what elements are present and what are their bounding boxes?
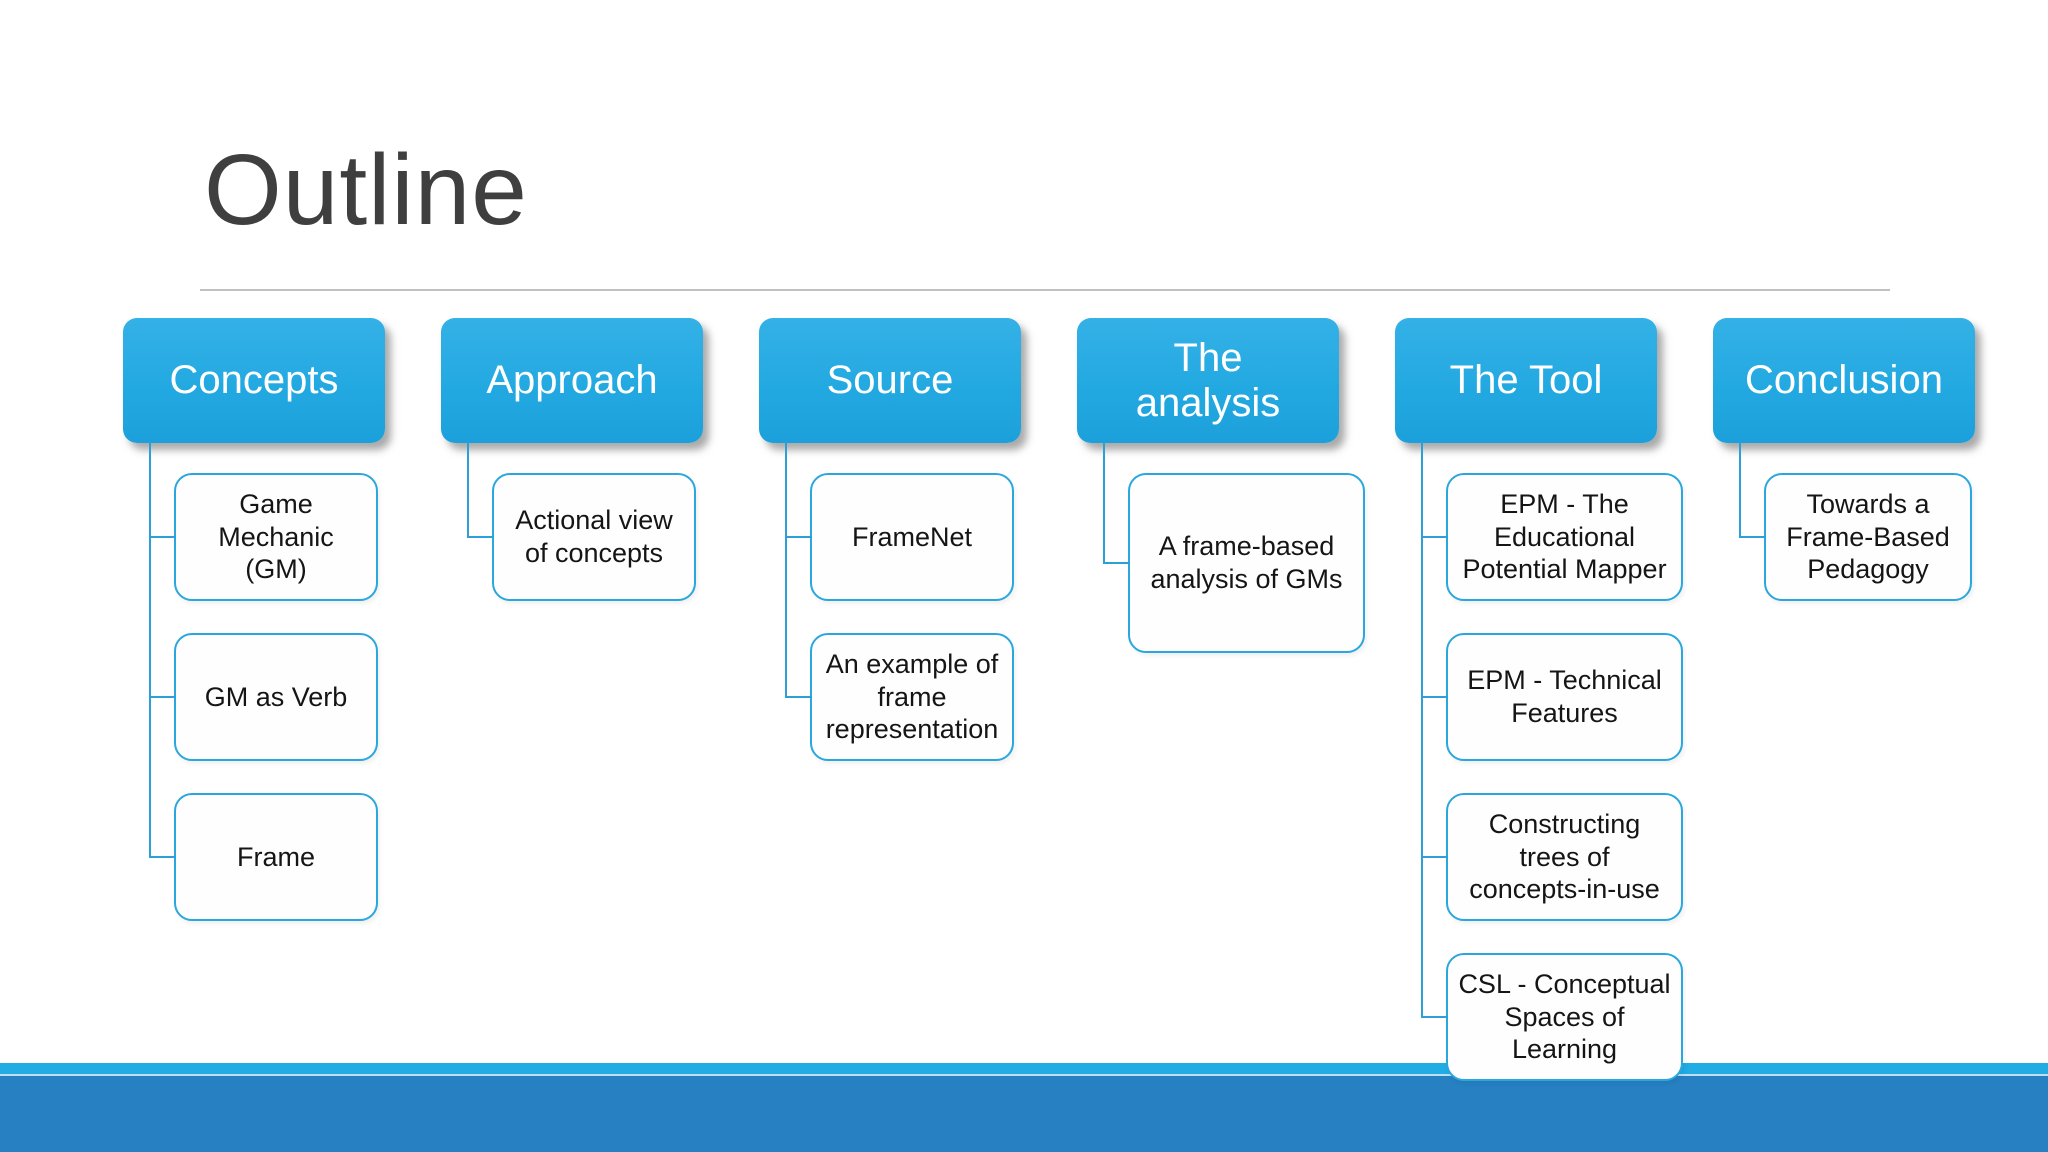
child-node-the-tool-3: CSL - Conceptual Spaces of Learning <box>1421 953 1683 1081</box>
child-node-label: Constructing trees of concepts-in-use <box>1469 808 1660 905</box>
child-node-the-tool-2: Constructing trees of concepts-in-use <box>1421 793 1683 921</box>
column-header-conclusion: Conclusion <box>1713 318 1975 443</box>
slide-title: Outline <box>204 134 528 246</box>
child-node-the-tool-0: EPM - The Educational Potential Mapper <box>1421 473 1683 601</box>
child-node-label: Actional view of concepts <box>515 505 673 568</box>
child-node-label: Towards a Frame-Based Pedagogy <box>1786 488 1950 585</box>
child-node-conclusion-0: Towards a Frame-Based Pedagogy <box>1739 473 1972 601</box>
child-node-the-analysis-0: A frame-based analysis of GMs <box>1103 473 1365 653</box>
outline-column-conclusion: Conclusion Towards a Frame-Based Pedagog… <box>1713 318 1975 601</box>
column-children: Actional view of concepts <box>467 473 703 601</box>
connector-vertical-line <box>1421 442 1423 1017</box>
footer-accent-stripe <box>0 1063 2048 1074</box>
footer-band <box>0 1074 2048 1152</box>
child-node-approach-0: Actional view of concepts <box>467 473 696 601</box>
child-node-label: EPM - The Educational Potential Mapper <box>1462 488 1667 585</box>
column-header-the-tool: The Tool <box>1395 318 1657 443</box>
column-header-approach: Approach <box>441 318 703 443</box>
child-node-the-tool-1: EPM - Technical Features <box>1421 633 1683 761</box>
child-node-concepts-1: GM as Verb <box>149 633 378 761</box>
outline-column-source: Source FrameNet An example of frame repre… <box>759 318 1021 761</box>
connector-vertical-line <box>467 442 469 537</box>
column-children: FrameNet An example of frame representati… <box>785 473 1021 761</box>
child-node-label: GM as Verb <box>204 681 348 712</box>
child-node-source-0: FrameNet <box>785 473 1014 601</box>
column-children: A frame-based analysis of GMs <box>1103 473 1365 653</box>
child-node-label: An example of frame representation <box>825 648 999 745</box>
title-divider <box>200 289 1890 291</box>
child-node-concepts-0: Game Mechanic (GM) <box>149 473 378 601</box>
column-header-source: Source <box>759 318 1021 443</box>
child-node-concepts-2: Frame <box>149 793 378 921</box>
connector-vertical-line <box>785 442 787 697</box>
connector-vertical-line <box>1739 442 1741 537</box>
column-header-the-analysis: The analysis <box>1077 318 1339 443</box>
outline-column-the-analysis: The analysis A frame-based analysis of G… <box>1077 318 1365 653</box>
child-node-label: Frame <box>236 841 315 872</box>
outline-column-approach: Approach Actional view of concepts <box>441 318 703 601</box>
child-node-label: Game Mechanic (GM) <box>218 488 334 585</box>
connector-vertical-line <box>1103 442 1105 563</box>
child-node-source-1: An example of frame representation <box>785 633 1014 761</box>
connector-vertical-line <box>149 442 151 857</box>
child-node-label: EPM - Technical Features <box>1467 665 1662 728</box>
child-node-label: FrameNet <box>851 521 973 552</box>
column-children: Towards a Frame-Based Pedagogy <box>1739 473 1975 601</box>
child-node-label: A frame-based analysis of GMs <box>1150 531 1343 594</box>
outline-column-the-tool: The Tool EPM - The Educational Potential… <box>1395 318 1683 1081</box>
child-node-label: CSL - Conceptual Spaces of Learning <box>1458 968 1671 1065</box>
column-header-concepts: Concepts <box>123 318 385 443</box>
